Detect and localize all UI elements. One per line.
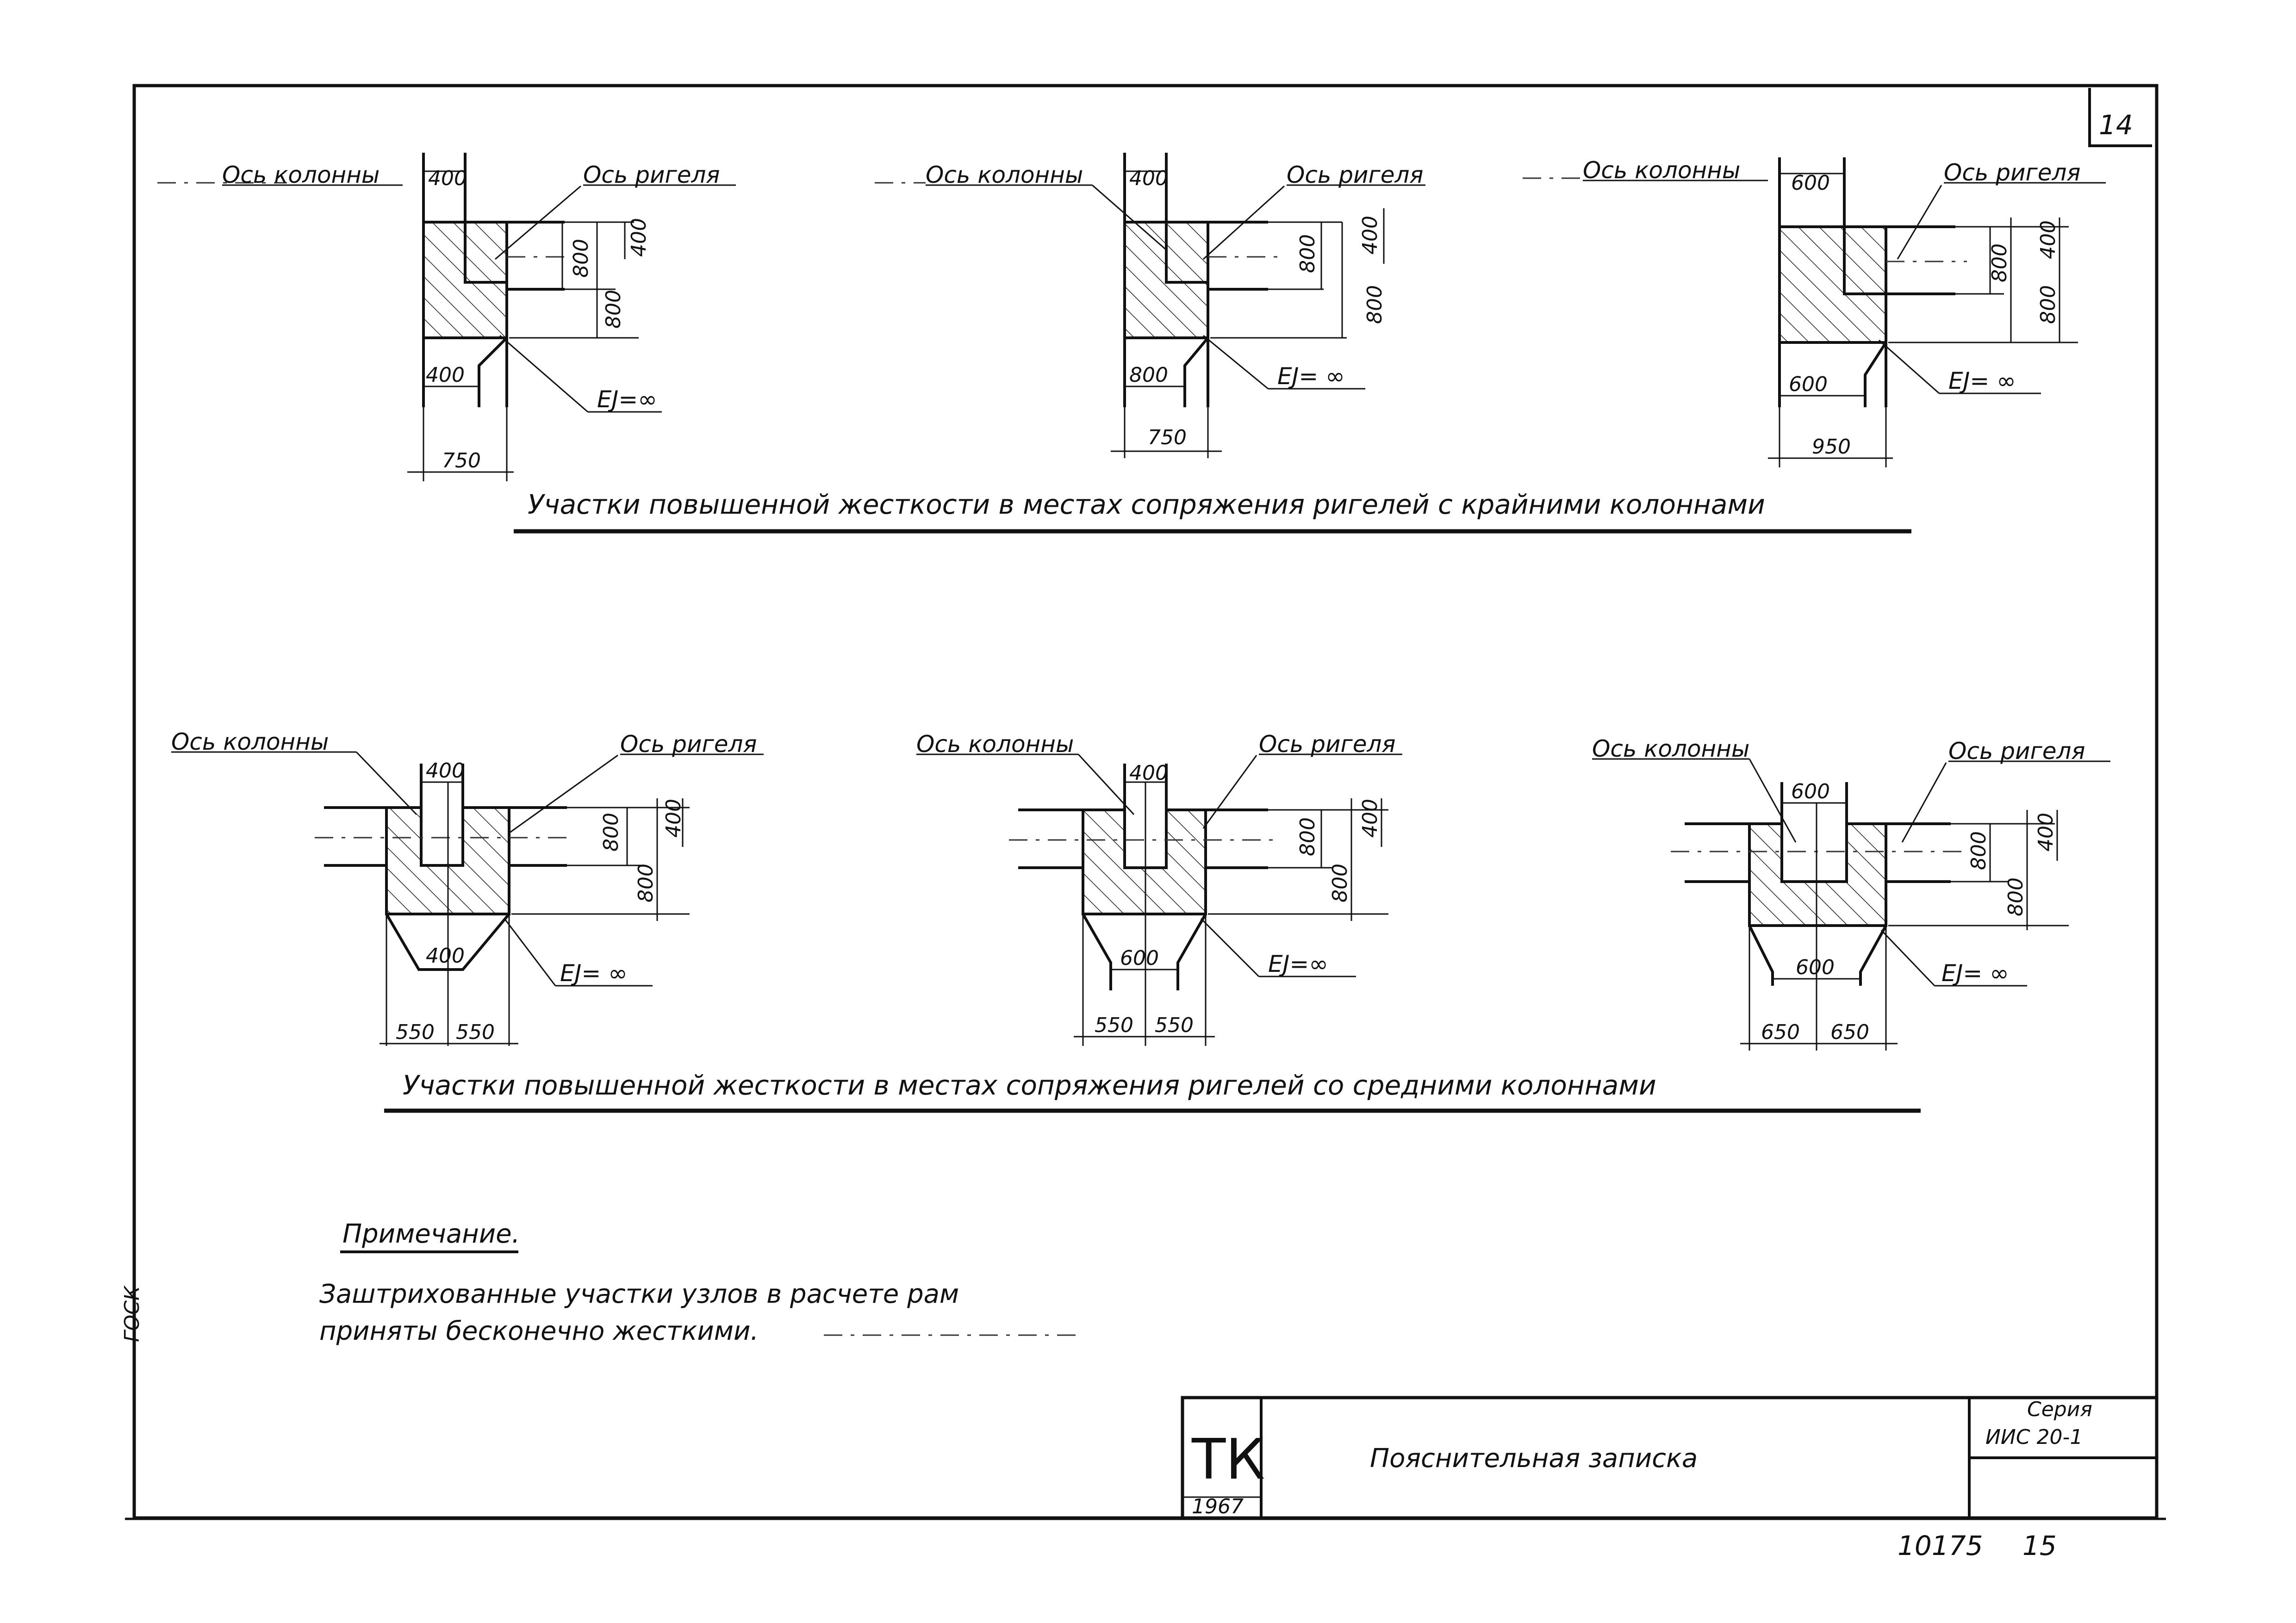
dim-beam-depth: 800 — [1296, 234, 1319, 273]
column-axis-label: Ось колонны — [916, 731, 1074, 758]
dim-total-width: 950 — [1812, 435, 1851, 459]
beam-axis-label: Ось ригеля — [1944, 159, 2081, 186]
dim-right-width: 550 — [1155, 1014, 1194, 1037]
dim-right-width: 550 — [456, 1020, 495, 1044]
dim-left-width: 550 — [1095, 1014, 1133, 1037]
dim-beam-depth: 800 — [1988, 243, 2011, 282]
beam-axis-label: Ось ригеля — [1948, 738, 2085, 765]
dim-left-width: 650 — [1761, 1020, 1800, 1044]
top-section-caption: Участки повышенной жесткости в местах со… — [528, 489, 1765, 520]
column-axis-label: Ось колонны — [926, 162, 1083, 188]
dim-haunch-width: 600 — [1120, 946, 1159, 970]
dim-upper: 400 — [2034, 813, 2058, 852]
dim-left-width: 550 — [396, 1020, 435, 1044]
bottom-detail-3: Ось колонны Ось ригеля 600 600 800 400 8… — [1592, 735, 2110, 1051]
bottom-detail-2: Ось колонны Ось ригеля 400 600 800 400 8… — [916, 731, 1402, 1046]
top-detail-2: Ось колонны Ось ригеля 400 800 800 400 8… — [875, 153, 1425, 458]
series-code: ИИС 20-1 — [1985, 1425, 2083, 1449]
archive-code: 10175 — [1898, 1530, 1983, 1561]
dim-total-width: 750 — [442, 449, 481, 473]
beam-axis-label: Ось ригеля — [1259, 731, 1396, 758]
column-axis-label: Ось колонны — [1592, 735, 1749, 762]
note-line-1: Заштрихованные участки узлов в расчете р… — [319, 1279, 959, 1309]
ei-label: EJ= ∞ — [560, 960, 628, 987]
document-title: Пояснительная записка — [1370, 1443, 1698, 1474]
dim-beam-depth: 800 — [1967, 831, 1991, 870]
beam-axis-label: Ось ригеля — [583, 162, 720, 188]
dim-upper: 400 — [662, 799, 685, 838]
archive-page: 15 — [2022, 1530, 2057, 1561]
column-axis-label: Ось колонны — [1583, 157, 1740, 184]
column-axis-label: Ось колонны — [171, 728, 329, 755]
dim-total-width: 750 — [1148, 426, 1187, 449]
dim-lower: 800 — [1363, 285, 1387, 324]
beam-axis-label: Ось ригеля — [620, 731, 757, 758]
dim-top-width: 400 — [426, 759, 465, 783]
dim-top-width: 600 — [1791, 171, 1830, 195]
dim-lower: 800 — [2036, 285, 2060, 324]
top-detail-1: Ось колонны Ось ригеля 400 400 800 400 8… — [157, 153, 736, 481]
dim-haunch-width: 400 — [426, 944, 465, 968]
ei-label: EJ= ∞ — [1948, 367, 2016, 394]
dim-beam-depth: 800 — [569, 239, 593, 278]
note-block: Примечание. Заштрихованные участки узлов… — [319, 1219, 1078, 1346]
dim-beam-depth: 800 — [1296, 817, 1319, 856]
title-block: ТК 1967 Пояснительная записка Серия ИИС … — [1181, 1396, 2159, 1520]
dim-top-width: 400 — [1129, 167, 1168, 190]
ei-label: EJ=∞ — [597, 386, 657, 413]
dim-lower: 800 — [634, 864, 658, 902]
bottom-detail-1: Ось колонны Ось ригеля 400 400 800 400 8… — [171, 728, 764, 1046]
dim-upper: 400 — [1358, 216, 1382, 255]
bottom-section-caption: Участки повышенной жесткости в местах со… — [403, 1070, 1656, 1101]
top-detail-3: Ось колонны Ось ригеля 600 600 800 400 8… — [1523, 157, 2106, 467]
column-axis-label: Ось колонны — [222, 162, 380, 188]
dim-lower: 800 — [1328, 864, 1352, 902]
dim-haunch-width: 800 — [1129, 363, 1168, 387]
beam-axis-label: Ось ригеля — [1287, 162, 1424, 188]
dim-lower: 800 — [602, 290, 625, 329]
dim-top-width: 400 — [428, 167, 467, 190]
dim-upper: 400 — [2036, 220, 2060, 259]
margin-mark: ГОСК — [120, 1285, 144, 1342]
page-number-box: 14 — [2088, 88, 2152, 147]
dim-beam-depth: 800 — [599, 813, 623, 852]
dim-upper: 400 — [627, 218, 651, 257]
ei-label: EJ= ∞ — [1277, 363, 1345, 390]
dim-haunch-width: 400 — [426, 363, 465, 387]
note-title: Примечание. — [342, 1219, 520, 1249]
dim-upper: 400 — [1358, 799, 1382, 838]
series-label: Серия — [2027, 1398, 2092, 1421]
dim-lower: 800 — [2004, 877, 2028, 916]
dim-right-width: 650 — [1830, 1020, 1869, 1044]
ei-label: EJ= ∞ — [1941, 960, 2009, 987]
dim-haunch-width: 600 — [1789, 373, 1828, 396]
dim-haunch-width: 600 — [1796, 956, 1835, 979]
ei-label: EJ=∞ — [1268, 951, 1328, 977]
year: 1967 — [1192, 1495, 1244, 1518]
note-line-2: приняты бесконечно жесткими. — [319, 1316, 759, 1346]
dim-top-width: 400 — [1129, 761, 1168, 785]
logo: ТК — [1191, 1428, 1265, 1492]
dim-top-width: 600 — [1791, 780, 1830, 803]
page-number: 14 — [2099, 109, 2133, 141]
